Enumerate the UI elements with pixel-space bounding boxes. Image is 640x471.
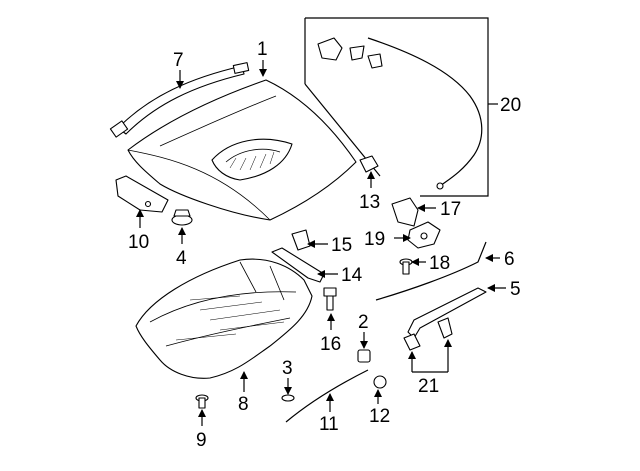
bolt-16 — [323, 287, 337, 311]
push-pin-9 — [195, 394, 209, 409]
prop-rod-5 — [407, 287, 487, 339]
splash-shield — [135, 258, 313, 379]
washer-3 — [281, 394, 295, 402]
prop-rod-6 — [375, 241, 487, 301]
callout-4: 4 — [176, 248, 187, 269]
hood-panel — [127, 79, 357, 221]
hood-seal-strip — [109, 62, 250, 138]
callout-13: 13 — [359, 192, 380, 213]
plug-12 — [373, 375, 387, 389]
callout-14: 14 — [341, 265, 363, 286]
leader-lines — [136, 60, 506, 426]
callout-17: 17 — [440, 199, 461, 220]
callout-18: 18 — [429, 253, 450, 274]
callout-3: 3 — [282, 358, 293, 379]
bolt-18 — [399, 258, 413, 275]
callout-19: 19 — [364, 229, 385, 250]
hood-latch — [391, 197, 441, 249]
callout-5: 5 — [510, 279, 521, 300]
callout-10: 10 — [128, 232, 149, 253]
cable-kit-box — [304, 17, 498, 197]
callout-16: 16 — [320, 334, 341, 355]
grommet-2 — [357, 349, 371, 363]
callout-12: 12 — [369, 406, 390, 427]
clip-pair-21 — [403, 317, 453, 351]
callout-1: 1 — [257, 39, 268, 60]
callout-11: 11 — [319, 414, 339, 435]
callout-9: 9 — [196, 430, 207, 451]
clip-15 — [291, 229, 311, 251]
callout-2: 2 — [358, 312, 369, 333]
hood-hinge-bracket — [115, 175, 169, 213]
callout-6: 6 — [504, 249, 515, 270]
callout-21: 21 — [418, 376, 439, 397]
callout-15: 15 — [331, 235, 352, 256]
clip-13 — [359, 155, 379, 173]
callout-20: 20 — [500, 95, 521, 116]
callout-7: 7 — [173, 50, 184, 71]
hood-bumper — [171, 209, 193, 226]
trim-strip-14 — [271, 247, 325, 283]
support-rod-11 — [285, 369, 369, 423]
callout-8: 8 — [238, 394, 249, 415]
